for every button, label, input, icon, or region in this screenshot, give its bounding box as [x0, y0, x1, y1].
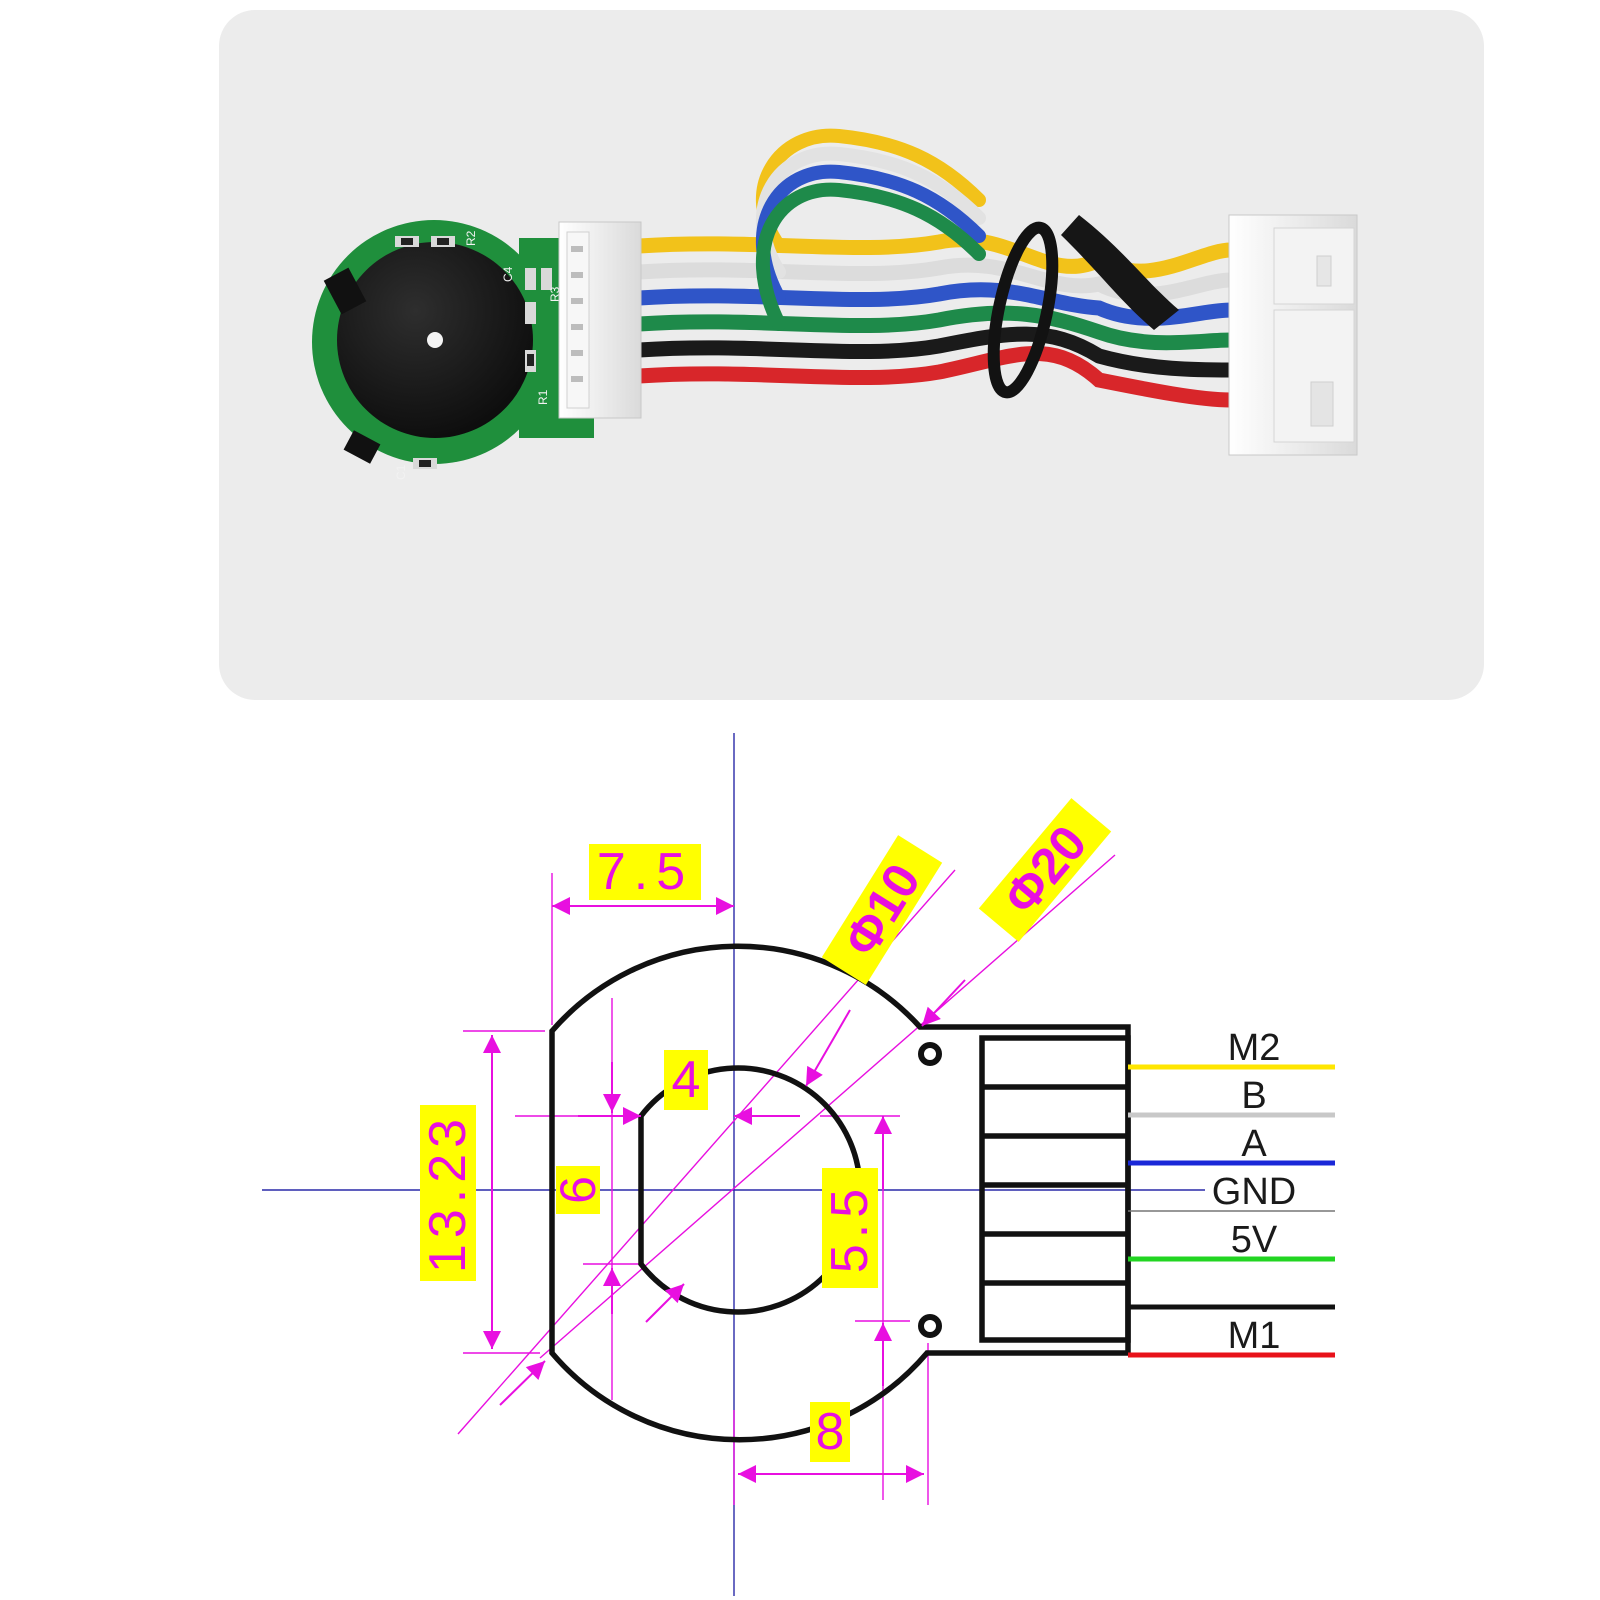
- pin-label: 5V: [1231, 1219, 1278, 1261]
- svg-text:6: 6: [550, 1176, 606, 1204]
- pin-label: M1: [1228, 1315, 1281, 1357]
- dim-label-outer-height: 13.23: [419, 1105, 477, 1281]
- shaft-hole: [427, 332, 443, 348]
- pcb-header-connector: [558, 221, 642, 419]
- dim-label-width-top: 7.5: [589, 843, 701, 901]
- pin-label: A: [1241, 1123, 1267, 1165]
- dim-label-outer-diameter: Φ20: [978, 798, 1112, 942]
- header-pin: [571, 376, 583, 382]
- header-pin: [571, 246, 583, 252]
- svg-text:13.23: 13.23: [419, 1113, 477, 1273]
- header-pin: [571, 350, 583, 356]
- silk-label-c1: C1: [394, 464, 408, 480]
- cable-end-connector: [1228, 214, 1358, 456]
- dimension-labels: 7.5 Φ10 Φ20 4 6 13.23: [419, 798, 1112, 1462]
- wire-loop: [755, 182, 986, 331]
- encoder-photo: R2 C4 R3 R1 C1: [312, 128, 1358, 480]
- product-photo-panel: R2 C4 R3 R1 C1: [219, 10, 1484, 700]
- heat-shrink: [1061, 215, 1179, 330]
- dim-label-flat: 4: [664, 1050, 708, 1110]
- svg-text:8: 8: [816, 1403, 845, 1461]
- silk-label-r1: R1: [536, 389, 550, 405]
- dimension-arrows: [483, 897, 966, 1483]
- pin-label: M2: [1228, 1027, 1281, 1069]
- silk-label-r2: R2: [464, 230, 478, 246]
- header-pin: [571, 298, 583, 304]
- pin-label: GND: [1212, 1171, 1296, 1213]
- header-pin: [571, 272, 583, 278]
- dim-label-tab-offset: 8: [810, 1402, 850, 1462]
- wire-bundle: [631, 128, 1239, 408]
- dim-label-ear-offset: 5.5: [821, 1168, 879, 1288]
- rubber-band: [987, 221, 1059, 399]
- silk-label-c4: C4: [501, 266, 515, 282]
- svg-text:4: 4: [672, 1051, 701, 1109]
- dim-label-inner-height: 6: [550, 1166, 606, 1214]
- dim-label-inner-diameter: Φ10: [821, 835, 943, 985]
- svg-text:5.5: 5.5: [821, 1183, 879, 1273]
- pin-label: B: [1241, 1075, 1266, 1117]
- svg-text:7.5: 7.5: [597, 843, 693, 901]
- header-pin: [571, 324, 583, 330]
